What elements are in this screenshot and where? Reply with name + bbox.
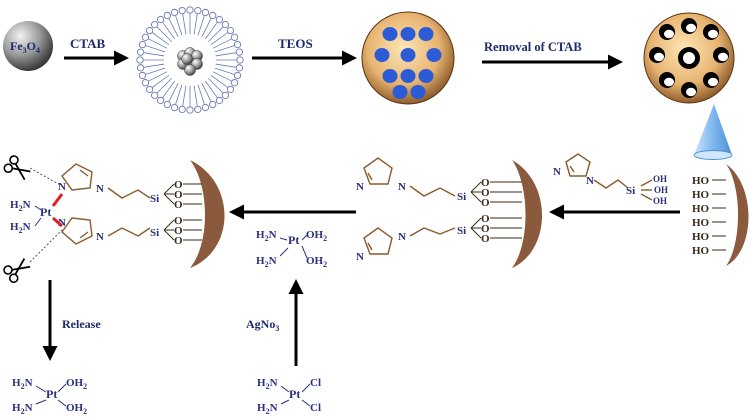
mid-si2: Si: [457, 225, 466, 237]
reagent-n1: N: [553, 166, 561, 178]
step-removal-label: Removal of CTAB: [484, 40, 582, 54]
oxygen-label: O: [174, 189, 183, 201]
ho-label: HO: [692, 231, 710, 243]
rel-pt: Pt: [46, 387, 57, 401]
ho-label: HO: [692, 175, 710, 187]
blue-pores: [374, 27, 442, 99]
oxygen-label: O: [174, 215, 183, 227]
mid-n3: N: [356, 251, 364, 263]
reagent-n2: N: [586, 175, 594, 187]
pt-aqua-complex: H2N Pt OH2 H2N OH2: [256, 229, 327, 269]
aqua-oh2-1: OH2: [306, 229, 327, 243]
reagent-oh1: OH: [653, 174, 667, 184]
aqua-h2n1: H2N: [256, 229, 277, 243]
left-h2n2: H2N: [10, 221, 31, 235]
rel-oh2-1: OH2: [66, 377, 87, 391]
left-n2: N: [96, 183, 104, 195]
fe3o4-label: Fe3O4: [10, 39, 40, 55]
left-n3: N: [58, 217, 66, 229]
aqua-pt: Pt: [288, 233, 299, 247]
open-pores: [649, 18, 729, 98]
cl-pt: Pt: [289, 387, 300, 401]
aqua-h2n2: H2N: [256, 255, 277, 269]
cl-h2n2: H2N: [257, 402, 278, 416]
cl-cl1: Cl: [310, 377, 321, 389]
step-ctab-label: CTAB: [70, 36, 105, 51]
aqua-oh2-2: OH2: [306, 255, 327, 269]
oxygen-label: O: [174, 225, 183, 237]
left-h2n1: H2N: [10, 199, 31, 213]
mid-si1: Si: [457, 191, 466, 203]
ho-label: HO: [692, 203, 710, 215]
oxygen-label: O: [481, 233, 490, 245]
fe3o4-particle: Fe3O4: [3, 21, 53, 71]
ho-label: HO: [692, 217, 710, 229]
left-si2: Si: [150, 227, 159, 239]
hydroxyl-surface: HO HO HO HO HO HO: [692, 164, 749, 266]
left-n1: N: [58, 181, 66, 193]
mid-n1: N: [356, 181, 364, 193]
rel-h2n2: H2N: [12, 402, 33, 416]
hydroxyl-groups: HO HO HO HO HO HO: [692, 175, 726, 257]
ho-label: HO: [692, 245, 710, 257]
left-si1: Si: [150, 193, 159, 205]
release-label: Release: [62, 317, 101, 331]
left-n4: N: [96, 231, 104, 243]
silica-sphere-template: [361, 11, 455, 105]
imidazole-silane-reagent: N N Si OH OH OH: [553, 153, 668, 206]
step-teos-label: TEOS: [278, 36, 313, 51]
scissors-icon-top: [3, 155, 31, 181]
ho-label: HO: [692, 189, 710, 201]
cl-h2n1: H2N: [257, 377, 278, 391]
oxygen-label: O: [481, 223, 490, 235]
rel-oh2-2: OH2: [66, 402, 87, 416]
agno3-label: AgNo3: [246, 317, 279, 333]
oxygen-label: O: [481, 213, 490, 225]
mid-n4: N: [398, 231, 406, 243]
cl-cl2: Cl: [310, 402, 321, 414]
oxygen-label: O: [174, 235, 183, 247]
mid-n2: N: [398, 181, 406, 193]
pt-chloride-complex: H2N Pt Cl H2N Cl: [257, 377, 321, 416]
reagent-oh3: OH: [653, 196, 667, 206]
oxygen-label: O: [174, 179, 183, 191]
oxygen-label: O: [174, 199, 183, 211]
released-pt-complex: H2N Pt OH2 H2N OH2: [12, 377, 87, 416]
pt-n-bond-upper: [51, 193, 64, 207]
reagent-si: Si: [626, 185, 635, 197]
ctab-micelle: [136, 6, 244, 114]
rel-h2n1: H2N: [12, 377, 33, 391]
zoom-cone: [693, 104, 733, 160]
oxygen-label: O: [481, 197, 490, 209]
pt-n-bond-lower: [52, 216, 63, 228]
oxygen-label: O: [481, 177, 490, 189]
mesoporous-sphere: [643, 12, 735, 104]
reagent-oh2: OH: [654, 185, 668, 195]
scissors-icon-bottom: [3, 258, 31, 283]
oxygen-label: O: [481, 187, 490, 199]
left-pt: Pt: [40, 205, 51, 219]
